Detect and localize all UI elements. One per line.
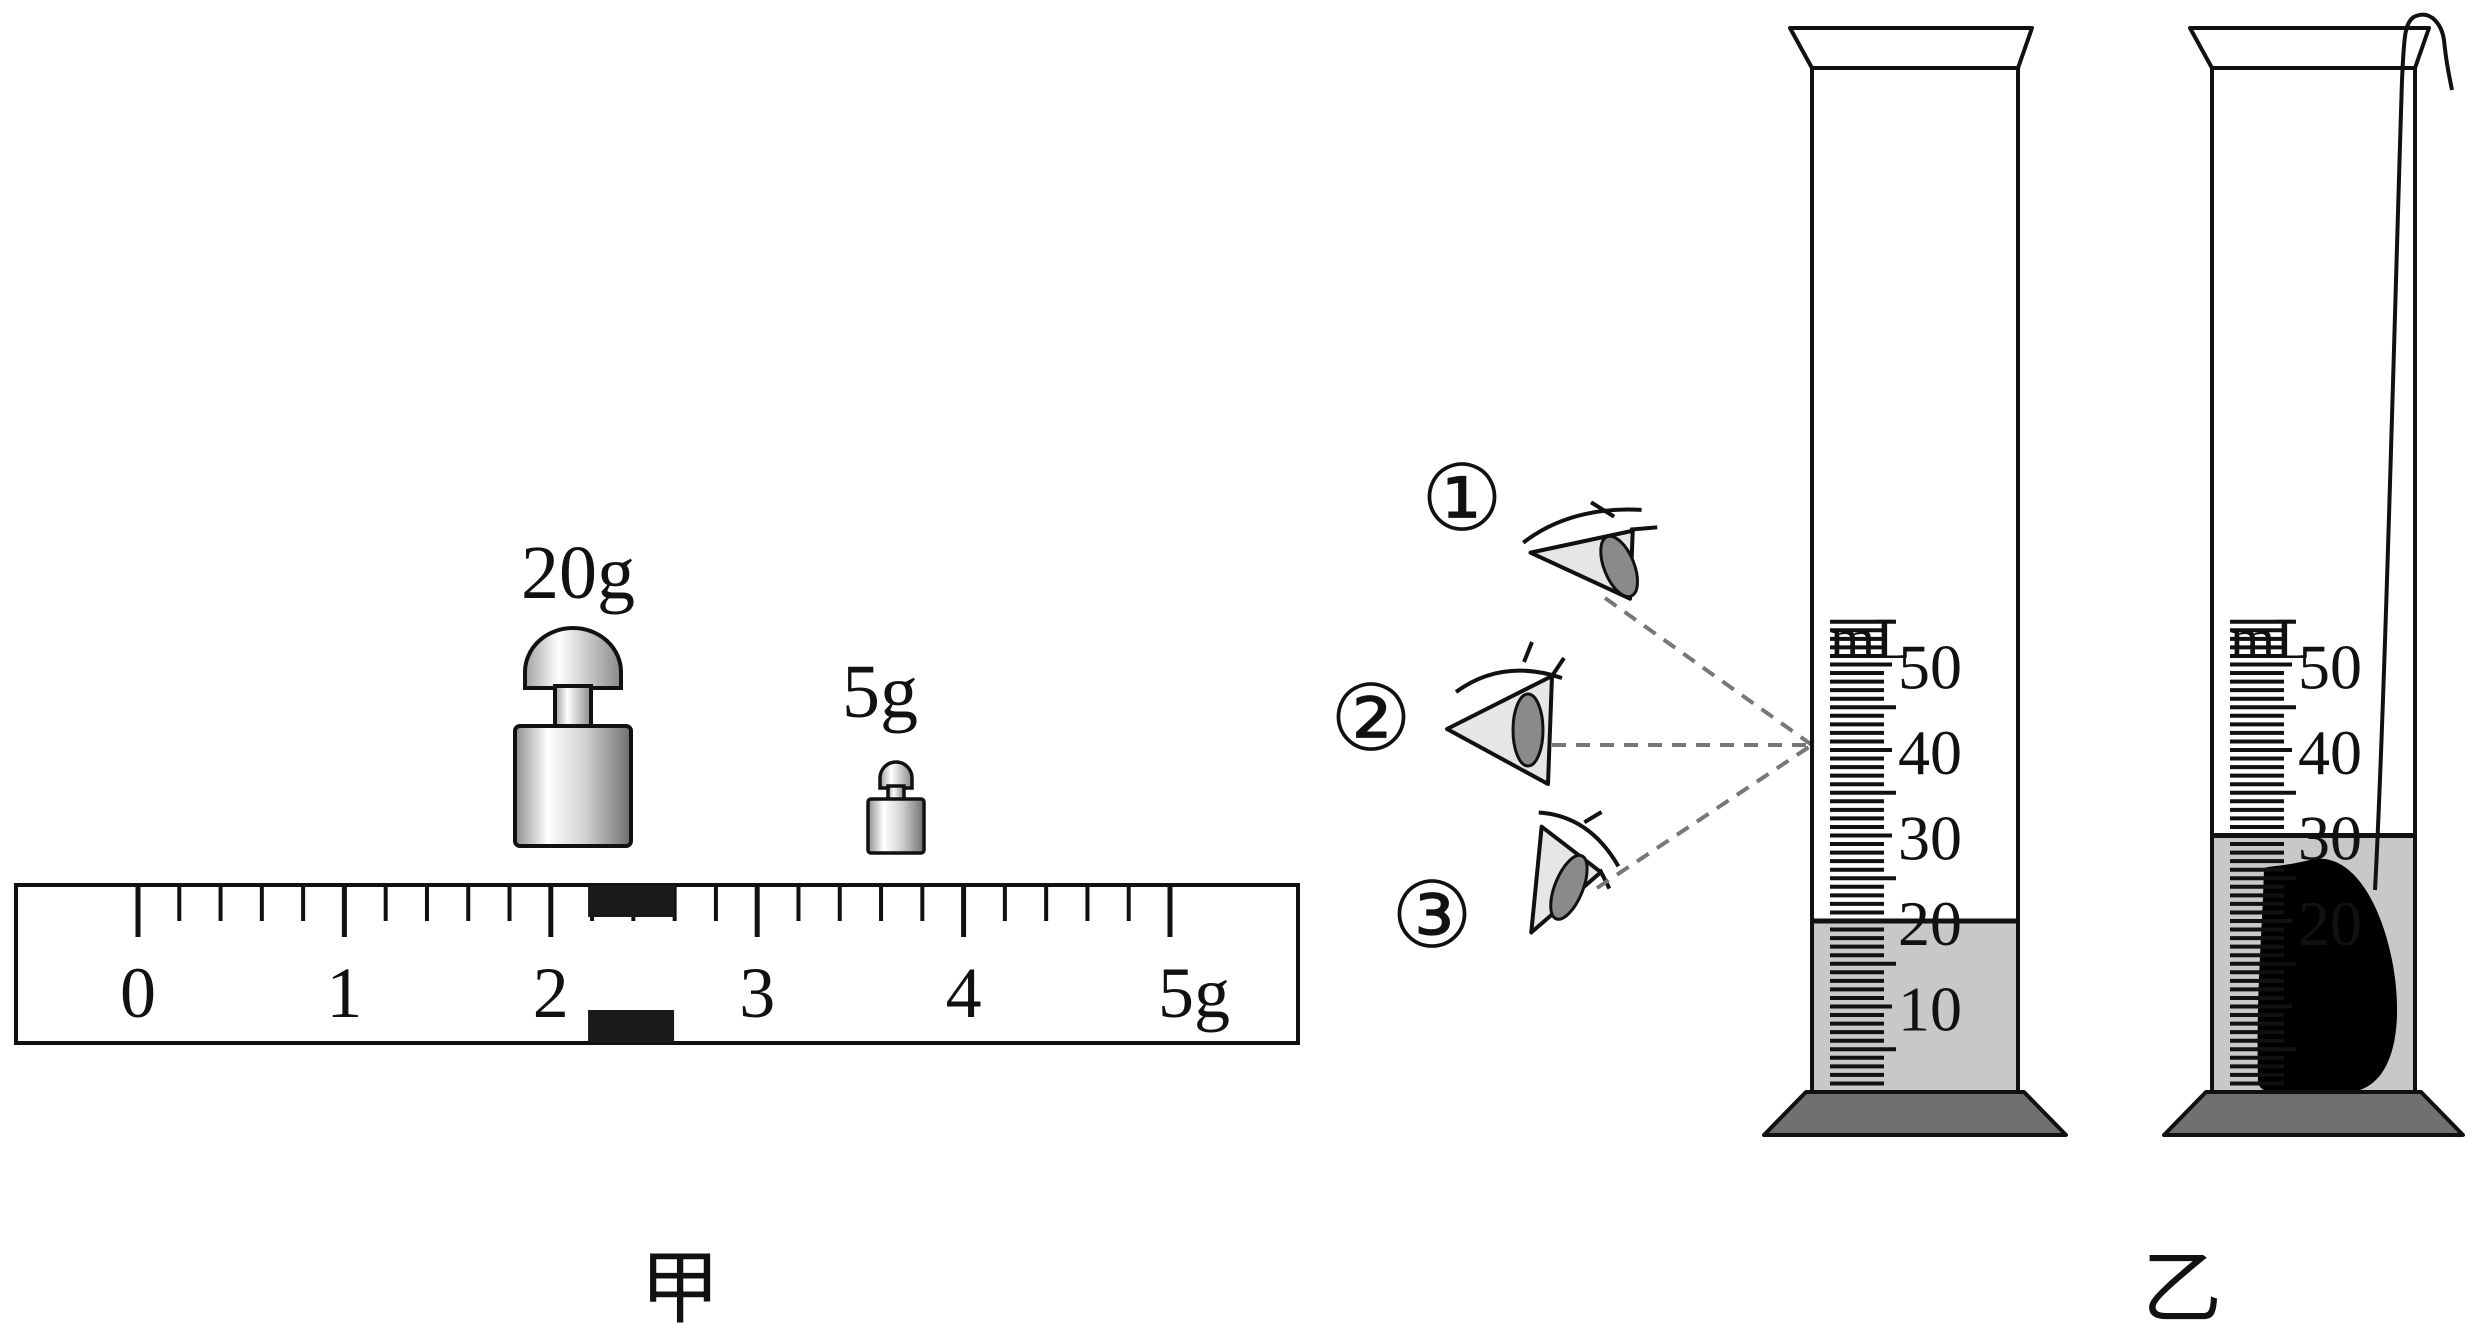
sight-line-1	[1603, 596, 1814, 747]
weight-5g-knob	[878, 760, 914, 790]
beam-tick-label: 2	[533, 953, 569, 1033]
weight-5g-label: 5g	[842, 650, 918, 734]
weight-20g: 20g	[513, 531, 635, 848]
figure-a: 20g 5g 0 1 2 3 4 5g 甲	[14, 531, 1300, 1335]
graduation-label: 40	[1898, 717, 1962, 788]
sight-line-3	[1595, 743, 1814, 890]
stone	[2257, 858, 2398, 1098]
graduation-label: 40	[2298, 717, 2362, 788]
beam-tick-label: 0	[120, 953, 156, 1033]
weight-5g: 5g	[842, 650, 926, 855]
beam-tick-label: 5g	[1158, 953, 1230, 1033]
beam-tick-label: 1	[326, 953, 362, 1033]
graduation-label: 50	[1898, 632, 1962, 703]
beam-ticks	[135, 885, 1173, 937]
beam-scale: 0 1 2 3 4 5g	[14, 883, 1300, 1045]
graduation-label: 20	[2298, 888, 2362, 959]
thread	[2373, 12, 2454, 891]
graduation-label: 50	[2298, 632, 2362, 703]
viewpoint-label-3: ③	[1391, 865, 1473, 967]
eye-icon-1	[1522, 500, 1658, 601]
beam-tick-labels: 0 1 2 3 4 5g	[120, 953, 1230, 1033]
beam-tick-label: 4	[946, 953, 982, 1033]
graduation-label: 10	[1898, 974, 1962, 1045]
graduation-label: 30	[1898, 803, 1962, 874]
eye-icon-3	[1529, 810, 1621, 935]
weight-20g-neck	[553, 684, 593, 730]
viewpoint-label-2: ②	[1330, 668, 1412, 770]
weight-5g-body	[866, 797, 926, 855]
cylinder-base	[1762, 1090, 2068, 1137]
unit-label: mL	[2230, 606, 2311, 671]
figure-b: ① ② ③	[1330, 12, 2465, 1335]
cylinder-wall	[1788, 26, 2034, 1092]
weight-20g-label: 20g	[521, 531, 635, 615]
graduation-label: 20	[1898, 888, 1962, 959]
viewpoint-label-1: ①	[1421, 448, 1503, 550]
graduation-label: 30	[2298, 803, 2362, 874]
cylinder-base	[2162, 1090, 2465, 1137]
weight-20g-knob	[523, 626, 623, 690]
cylinder-wall	[2188, 26, 2431, 1092]
eye-icon-2	[1445, 641, 1566, 786]
sight-lines	[1552, 596, 1814, 890]
caption-b: 乙	[2142, 1242, 2222, 1335]
caption-a: 甲	[640, 1242, 720, 1335]
beam-tick-label: 3	[739, 953, 775, 1033]
rider-bottom	[588, 1010, 675, 1043]
rider-top	[588, 885, 675, 917]
weight-20g-body	[513, 724, 633, 848]
unit-label: mL	[1830, 606, 1911, 671]
